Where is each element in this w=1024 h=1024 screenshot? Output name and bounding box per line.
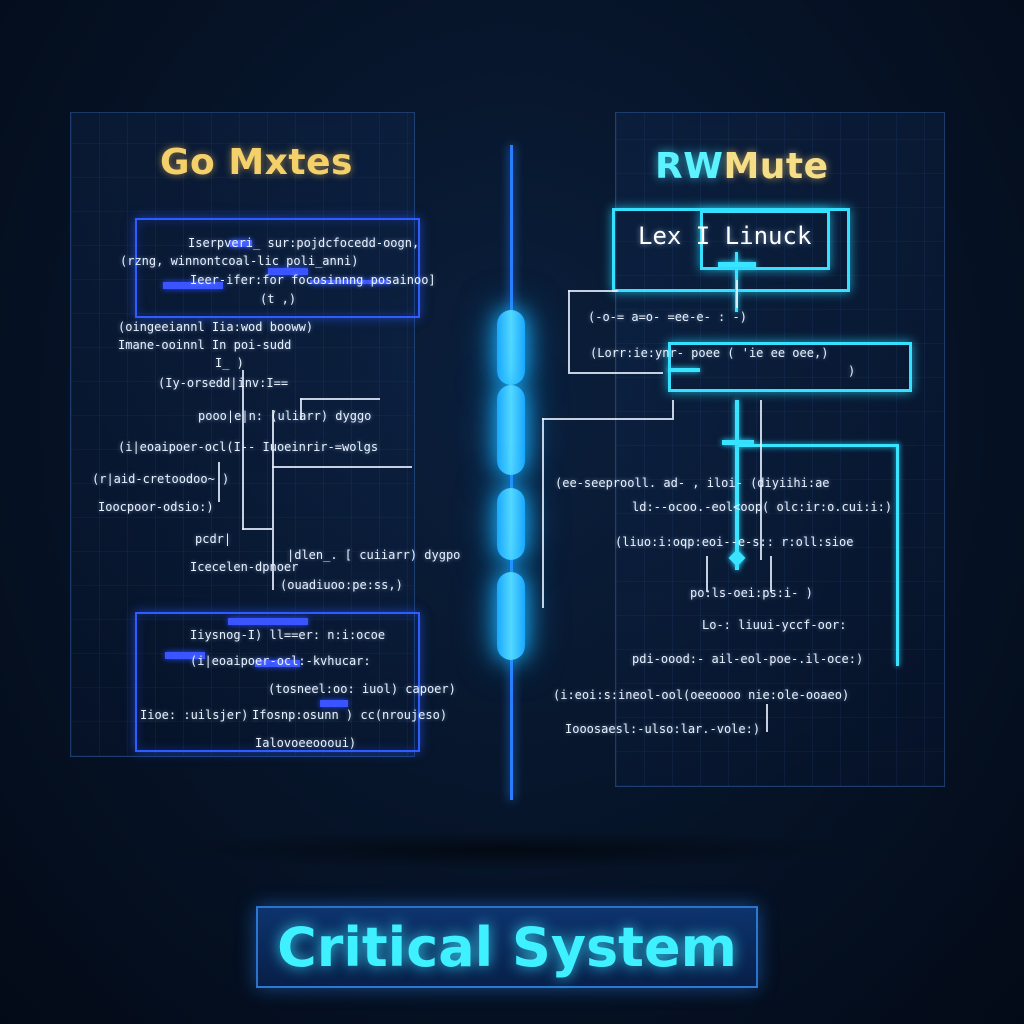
flow-line bbox=[242, 370, 244, 530]
code-block-top bbox=[135, 218, 420, 318]
highlight-bar bbox=[165, 652, 205, 659]
code-line: Lo-: liuui-yccf-oor: bbox=[702, 618, 847, 632]
flow-line bbox=[568, 372, 663, 374]
lock-label: Lex I Linuck bbox=[638, 222, 812, 250]
code-line: Ifosnp:osunn ) cc(nroujeso) bbox=[252, 708, 448, 722]
lock-wire bbox=[718, 262, 756, 267]
code-line: (liuo:i:oqp:eoi--e-s:: r:oll:sioe bbox=[615, 535, 854, 549]
critical-system-banner: Critical System bbox=[256, 906, 758, 988]
code-line: (Lorr:ie:ynr- poee ( 'ie ee oee,) bbox=[590, 346, 829, 360]
code-line: Iioe: :uilsjer) bbox=[140, 708, 249, 722]
main-wire bbox=[722, 440, 754, 445]
flow-line bbox=[218, 462, 220, 502]
flow-line bbox=[300, 398, 380, 400]
signal-block bbox=[668, 342, 912, 392]
flow-line bbox=[672, 400, 674, 420]
code-line: (i|eoaipoer-ocl(I-- Iuoeinrir-=wolgs bbox=[118, 440, 379, 454]
flow-line bbox=[760, 400, 762, 560]
code-line: pdi-oood:- ail-eol-poe-.il-oce:) bbox=[632, 652, 864, 666]
code-line: (ouadiuoo:pe:ss,) bbox=[280, 578, 403, 592]
code-line: Ialovoeeoooui) bbox=[255, 736, 357, 750]
flow-line bbox=[272, 410, 274, 590]
left-panel-title: Go Mxtes bbox=[160, 142, 353, 183]
code-line: (ee-seeprooll. ad- , iloi- (diyiihi:ae bbox=[555, 476, 830, 490]
flow-line bbox=[542, 418, 544, 608]
code-line: Ieer-ifer:for focosinnng posainoo] bbox=[190, 273, 436, 287]
code-line: (t ,) bbox=[260, 292, 297, 306]
code-line: (r|aid-cretoodoo~ ) bbox=[92, 472, 230, 486]
flow-line bbox=[300, 398, 302, 420]
code-line: (i|eoaipoer-ocl:-kvhucar: bbox=[190, 654, 371, 668]
branch-wire bbox=[896, 444, 899, 666]
floor-shadow bbox=[150, 830, 870, 870]
right-title-suffix: Mute bbox=[723, 146, 829, 187]
code-line: (i:eoi:s:ineol-ool(oeeoooo nie:ole-ooaeo… bbox=[553, 688, 850, 702]
code-line: pcdr| bbox=[195, 532, 232, 546]
code-line: Imane-ooinnl In poi-sudd bbox=[118, 338, 292, 352]
highlight-bar bbox=[310, 280, 390, 284]
highlight-bar bbox=[163, 282, 223, 289]
code-line: (Iy-orsedd|inv:I== bbox=[158, 376, 289, 390]
flow-line bbox=[706, 556, 708, 592]
flow-line bbox=[542, 418, 672, 420]
lock-block-inner bbox=[700, 210, 830, 270]
code-line: I_ ) bbox=[215, 356, 244, 370]
highlight-bar bbox=[230, 240, 252, 247]
flow-line bbox=[242, 528, 272, 530]
flow-line bbox=[568, 290, 570, 372]
right-panel-title: RWMute bbox=[655, 146, 829, 187]
lock-block-outline bbox=[612, 208, 850, 292]
signal-wire bbox=[668, 368, 700, 372]
highlight-bar bbox=[268, 268, 308, 275]
code-line: ) bbox=[848, 364, 856, 378]
flow-line bbox=[272, 466, 412, 468]
code-line: Icecelen-dpnoer bbox=[190, 560, 299, 574]
flow-line bbox=[568, 290, 618, 292]
code-line: (-o-= a=o- =ee-e- : -) bbox=[588, 310, 747, 324]
divider-glow bbox=[497, 488, 525, 560]
flow-line bbox=[766, 704, 768, 732]
rwmutex-panel bbox=[615, 112, 945, 787]
code-line: (oingeeiannl Iia:wod booww) bbox=[118, 320, 314, 334]
highlight-bar bbox=[255, 660, 300, 667]
code-line: Iiysnog-I) ll==er: n:i:ocoe bbox=[190, 628, 386, 642]
panel-grid bbox=[616, 113, 944, 786]
code-line: pooo|e|n: (uliarr) dyggo bbox=[198, 409, 372, 423]
divider-glow bbox=[497, 310, 525, 385]
code-line: (rzng, winnontcoal-lic poli_anni) bbox=[120, 254, 359, 268]
divider-glow bbox=[497, 385, 525, 475]
right-title-prefix: RW bbox=[655, 146, 724, 187]
flow-line bbox=[770, 556, 772, 592]
highlight-bar bbox=[228, 618, 308, 625]
code-line: ld:--ocoo.-eol<oop( olc:ir:o.cui:i:) bbox=[632, 500, 893, 514]
flow-line bbox=[736, 280, 738, 308]
banner-title: Critical System bbox=[277, 915, 737, 979]
code-line: po:ls-oei:ps:i- ) bbox=[690, 586, 813, 600]
code-line: Iooosaesl:-ulso:lar.-vole:) bbox=[565, 722, 761, 736]
branch-wire bbox=[738, 444, 898, 447]
code-line: Ioocpoor-odsio:) bbox=[98, 500, 214, 514]
code-line: Iserpveri_ sur:pojdcfocedd-oogn, bbox=[188, 236, 420, 250]
divider-glow bbox=[497, 572, 525, 660]
main-wire bbox=[735, 400, 739, 570]
highlight-bar bbox=[320, 700, 348, 707]
code-line: |dlen_. [ cuiiarr) dygpo bbox=[287, 548, 461, 562]
code-line: (tosneel:oo: iuol) capoer) bbox=[268, 682, 456, 696]
code-block-bottom bbox=[135, 612, 420, 752]
